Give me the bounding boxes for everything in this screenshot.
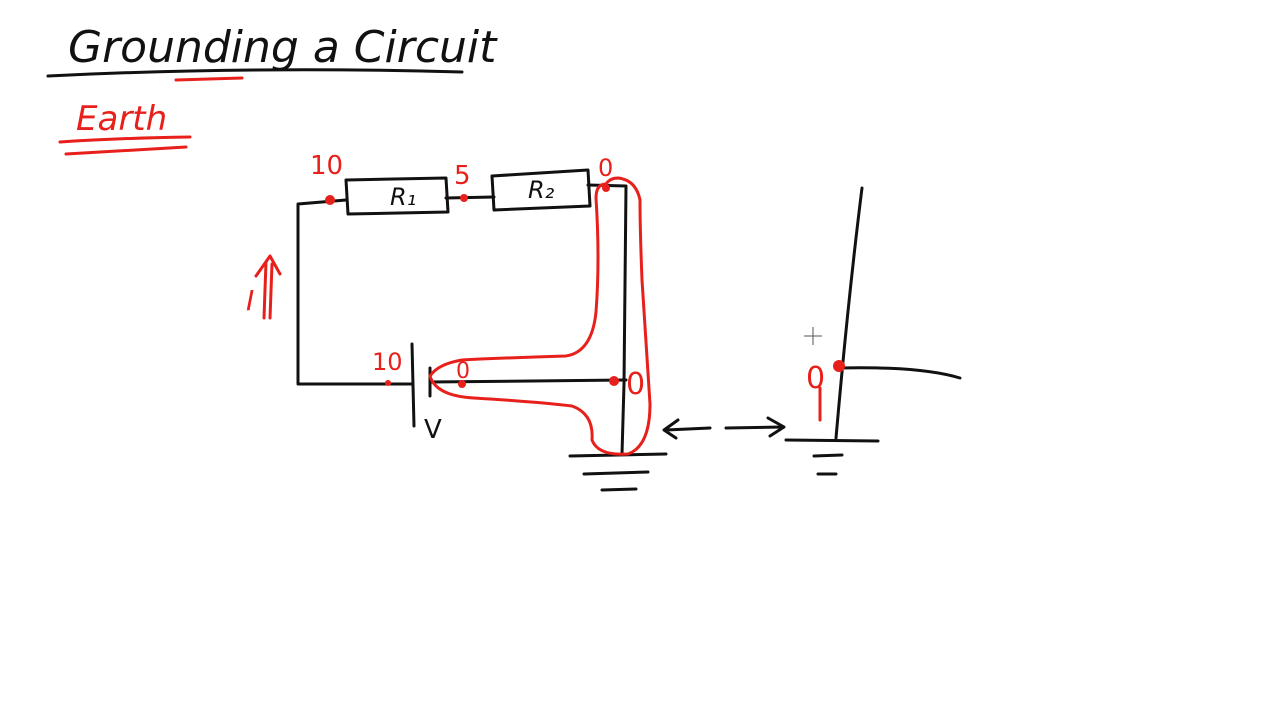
plot-ground-line-1 [784,438,880,443]
node-label-top-right: 0 [598,154,613,182]
ground-line-3 [600,487,638,492]
plot-vertical-axis [834,186,864,440]
node-label-battery-negative: 0 [456,359,470,384]
node-label-top-left: 10 [310,151,343,181]
subtitle-underline-2 [64,145,188,156]
resistor-r1-label: R₁ [390,183,416,211]
ground-reference-plot: 0 [784,186,962,476]
plot-horizontal-line [836,366,962,380]
node-dot-middle [460,194,468,202]
ground-line-2 [582,470,650,476]
wire-ground-drop [620,382,626,456]
plot-node-label: 0 [806,361,825,396]
subtitle-underline-1 [58,135,192,144]
wire-left [296,198,414,386]
cursor-crosshair-icon [804,327,822,345]
node-dot-top-left [325,195,335,205]
plot-node-dot [833,360,845,372]
zero-potential-outline [428,176,652,456]
node-dot-ground [609,376,619,386]
plot-ground-line-2 [812,453,844,458]
title-underline-red [174,76,244,82]
resistor-r2-label: R₂ [528,176,555,204]
resistor-r2-body [490,168,592,212]
node-dot-battery-positive [385,380,391,386]
arrow-left-half [662,418,712,440]
wire-right [586,183,628,386]
wire-r1-r2 [444,195,496,200]
arrow-right-half [724,416,786,438]
circuit: R₁ R₂ V [296,168,668,492]
resistor-r1-body [344,176,450,216]
title-underline [46,68,464,78]
node-dot-battery-negative [458,380,466,388]
battery-label: V [424,415,442,445]
node-label-middle: 5 [454,161,471,191]
node-dot-top-right [602,184,610,192]
current-arrow [254,254,282,320]
current-label: I [246,284,254,317]
page-title: Grounding a Circuit [68,22,498,73]
battery-plate-long [410,342,416,428]
node-label-battery-positive: 10 [372,348,403,376]
subtitle: Earth [76,99,167,139]
equivalence-arrow [662,416,786,440]
current-indicator: I [246,254,282,320]
node-label-ground: 0 [626,367,645,402]
